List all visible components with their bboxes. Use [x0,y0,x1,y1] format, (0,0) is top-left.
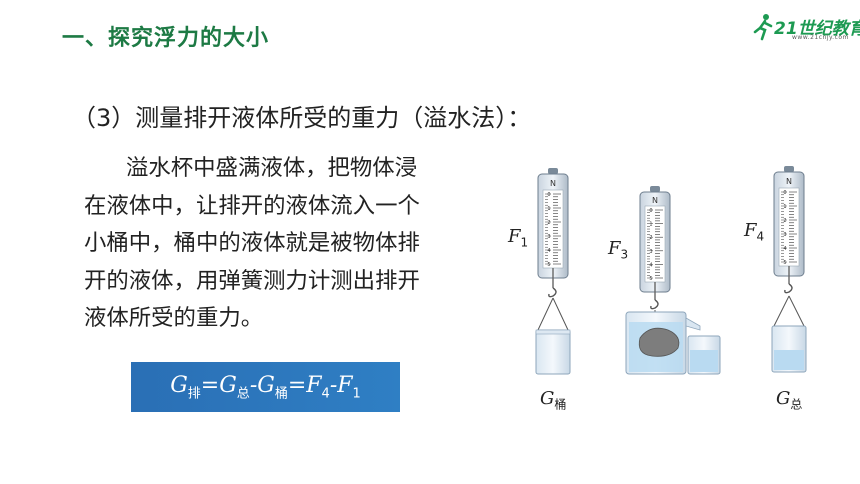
runner-icon [753,14,773,41]
scale-number: 5 [649,276,652,282]
scale-number: 4 [783,246,786,252]
scale-number: 0 [783,190,786,196]
scale-number: 3 [783,232,786,238]
logo-text: 21世纪教育 [774,19,860,39]
label-g-total: G总 [776,388,803,412]
label-g-bucket: G桶 [540,388,567,412]
gauge-scale: 0 1 2 3 4 5 [647,208,663,282]
scale-number: 1 [649,222,652,228]
label-f1: F1 [508,226,529,250]
paragraph-line: 液体所受的重力。 [84,305,264,331]
brand-logo: 21世纪教育 www.21cnjy.com [752,12,860,44]
scale-number: 5 [547,262,550,268]
label-f4: F4 [744,220,765,244]
paragraph-line: 开的液体，用弹簧测力计测出排开 [84,267,420,294]
section-title: 一、探究浮力的大小 [62,26,270,51]
paragraph-line: 在液体中，让排开的液体流入一个 [84,192,420,219]
logo-url: www.21cnjy.com [792,34,849,41]
spring-scale-3: N [625,186,721,375]
explanation-paragraph: 溢水杯中盛满液体，把物体浸 在液体中，让排开的液体流入一个 小桶中，桶中的液体就… [84,150,470,338]
gauge-scale: 0 1 2 3 4 5 [781,190,797,266]
newton-unit: N [652,196,658,205]
scale-number: 2 [547,220,550,226]
scale-number: 3 [649,249,652,255]
paragraph-line: 小桶中，桶中的液体就是被物体排 [84,230,420,256]
scale-number: 2 [649,235,652,241]
paragraph-line: 溢水杯中盛满液体，把物体浸 [126,155,418,181]
scale-number: 2 [783,218,786,224]
spring-scale-1: N [535,168,571,375]
scale-number: 3 [547,234,550,240]
subheading: （3）测量排开液体所受的重力（溢水法）： [72,104,532,132]
scale-number: 5 [783,260,786,266]
scale-number: 0 [649,208,652,214]
scale-number: 0 [547,192,550,198]
spring-scale-4: N [771,166,807,373]
scale-number: 1 [547,206,550,212]
newton-unit: N [550,179,556,188]
scale-number: 4 [547,248,550,254]
gauge-scale: 0 1 2 3 4 5 [545,192,561,268]
label-f3: F3 [608,238,629,262]
scale-number: 4 [649,262,652,268]
formula-box: G排=G总-G桶=F4-F1 [131,362,400,412]
scale-number: 1 [783,204,786,210]
formula: G排=G总-G桶=F4-F1 [170,372,361,402]
overflow-method-illustration: N N N 0 1 2 3 4 5 0 1 2 3 4 5 0 1 2 3 4 5 [535,166,807,375]
newton-unit: N [786,177,792,186]
